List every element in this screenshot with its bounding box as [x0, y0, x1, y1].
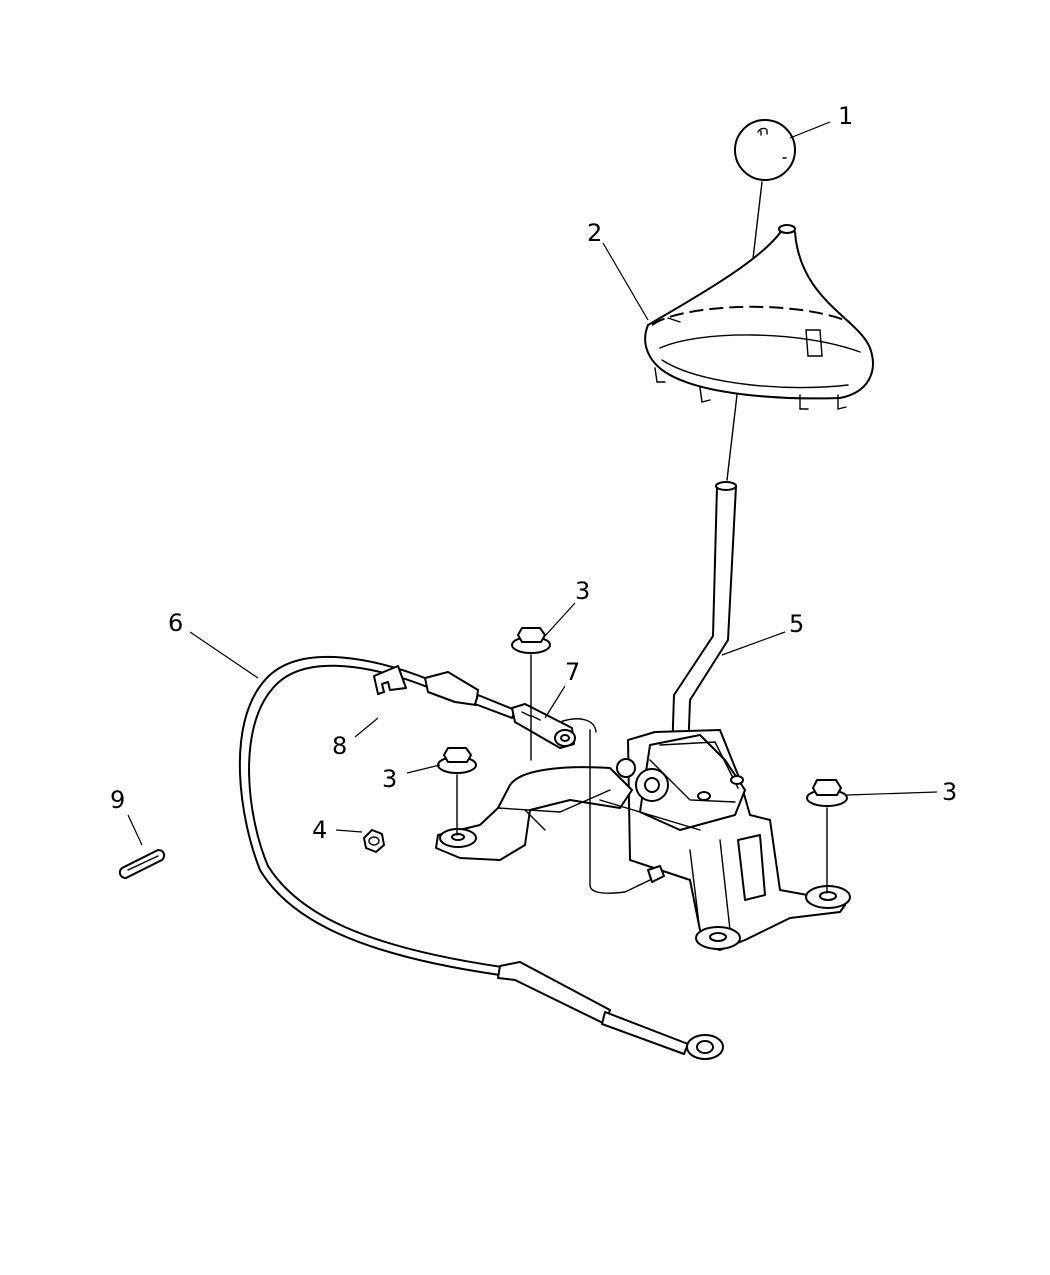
callout-8: 8	[332, 732, 347, 760]
flange-nut-left	[437, 747, 477, 836]
flange-nut-right	[806, 779, 848, 894]
callout-3-right: 3	[942, 778, 957, 806]
callout-labels: 1 2 3 3 3 3 4 5 6 7 8 9	[110, 102, 957, 844]
callout-4: 4	[312, 816, 327, 844]
cable-end-part	[511, 703, 576, 749]
shift-knob-part	[734, 119, 796, 181]
callout-1: 1	[838, 102, 853, 130]
callout-2: 2	[587, 219, 602, 247]
hex-nut-part	[363, 829, 385, 853]
shifter-housing-part	[616, 729, 851, 951]
callout-9: 9	[110, 786, 125, 814]
callout-7: 7	[565, 658, 580, 686]
callout-6: 6	[168, 609, 183, 637]
shift-lever-part	[671, 481, 737, 756]
retaining-clip-part	[373, 665, 407, 695]
shift-cable-part	[238, 655, 724, 1060]
mounting-bracket-part	[435, 718, 701, 894]
callout-3-top: 3	[575, 577, 590, 605]
callout-3-left: 3	[382, 765, 397, 793]
leader-lines	[127, 121, 938, 846]
callout-5: 5	[789, 610, 804, 638]
pin-part	[118, 849, 166, 879]
shift-boot-part	[644, 224, 874, 410]
flange-nut-top	[511, 627, 551, 761]
